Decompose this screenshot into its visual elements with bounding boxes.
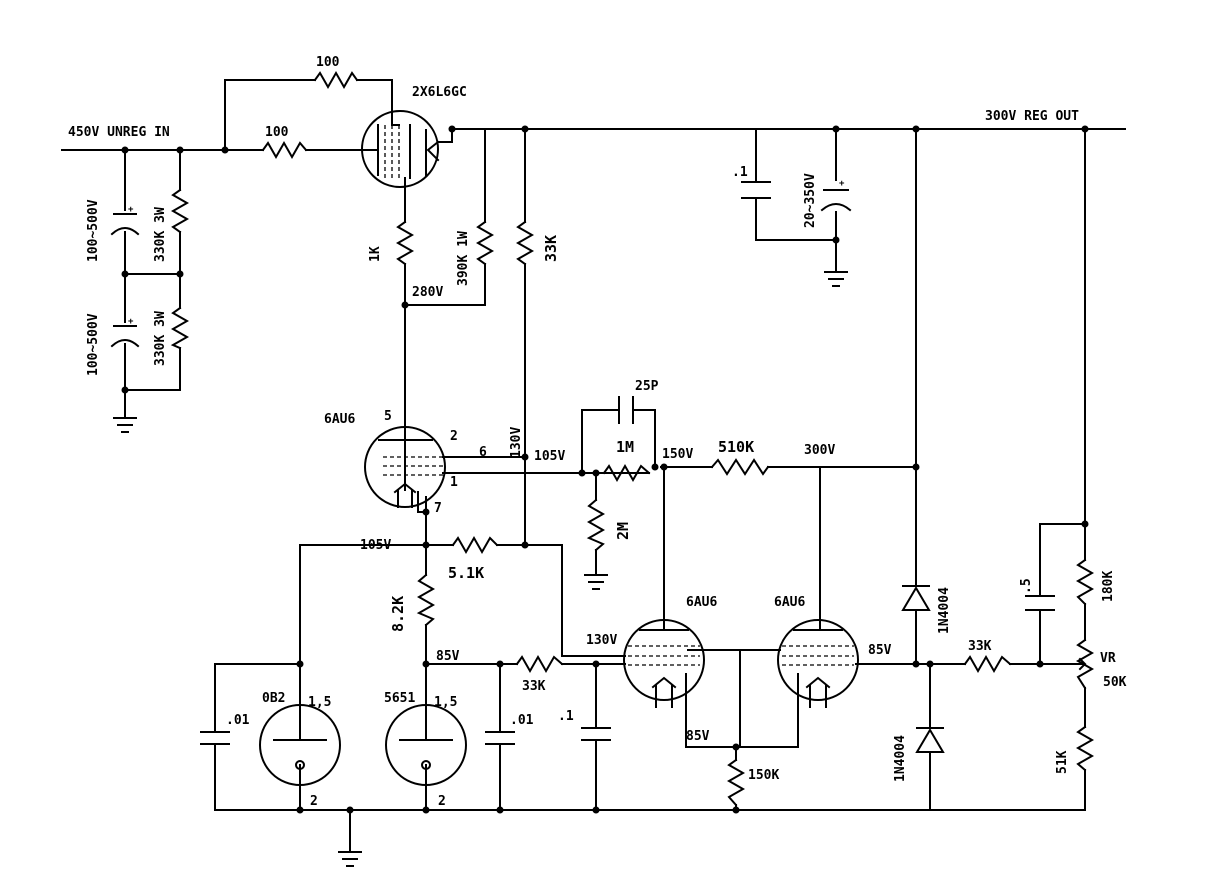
resistor-33k-top [515, 220, 535, 266]
label-pin6: 6 [479, 445, 487, 460]
label-c-25p: 25P [635, 379, 659, 394]
labels: 450V UNREG IN 300V REG OUT 2X6L6GC 100 1… [68, 55, 1127, 809]
resistor-1k [395, 220, 415, 266]
label-tube-6au6-a: 6AU6 [324, 412, 355, 427]
label-ob2: 0B2 [262, 691, 285, 706]
label-v-105-b: 105V [360, 538, 391, 553]
label-r-grid-in: 100 [265, 125, 289, 140]
resistor-grid-top [313, 70, 359, 90]
label-r-grid-top: 100 [316, 55, 340, 70]
label-vr-val: 50K [1103, 675, 1127, 690]
resistor-510k [710, 458, 770, 476]
resistor-33k-mid [515, 654, 564, 674]
label-ob2-2: 2 [310, 794, 318, 809]
label-c-01b: .01 [510, 713, 534, 728]
pass-tube [361, 107, 440, 188]
resistors [170, 70, 1095, 807]
label-r-5-1k: 5.1K [448, 564, 484, 582]
svg-text:+: + [128, 205, 134, 215]
capacitors: + + + [110, 179, 1055, 745]
label-output: 300V REG OUT [985, 109, 1079, 124]
tube-6au6-shunt-a [623, 614, 705, 708]
resistor-180k [1075, 558, 1095, 606]
label-r-510k: 510K [718, 438, 754, 456]
label-d2: 1N4004 [893, 735, 908, 782]
svg-text:+: + [128, 317, 134, 327]
resistor-1m [602, 463, 651, 483]
tube-6au6-driver [364, 426, 446, 513]
ground-input [113, 417, 137, 433]
label-c-in2: 100~500V [86, 313, 101, 376]
label-c-01a: .01 [226, 713, 250, 728]
label-5651-2: 2 [438, 794, 446, 809]
label-vr: VR [1100, 651, 1116, 666]
label-c-1b: .1 [558, 709, 574, 724]
diode-1n4004-upper [901, 585, 931, 611]
label-r-1m: 1M [616, 438, 634, 456]
resistor-390k [475, 220, 495, 266]
wires [61, 79, 1126, 851]
resistor-5-1k [451, 535, 499, 555]
resistor-vr [1075, 638, 1095, 690]
grounds [113, 271, 848, 867]
ground-2m [584, 574, 608, 590]
resistor-8-2k [416, 573, 436, 627]
resistor-grid-in [261, 140, 308, 160]
vr-tube-5651 [385, 704, 467, 786]
label-pin5: 5 [384, 409, 392, 424]
resistor-330k-2 [170, 306, 190, 350]
resistor-2m [586, 498, 606, 552]
label-input: 450V UNREG IN [68, 125, 170, 140]
label-pass-tube: 2X6L6GC [412, 85, 467, 100]
label-r-33k-mid: 33K [522, 679, 546, 694]
label-5651: 5651 [384, 691, 415, 706]
label-pin1: 1 [450, 475, 458, 490]
ground-output-cap [824, 271, 848, 287]
resistor-33k-right [963, 654, 1012, 674]
junctions [121, 125, 1089, 814]
label-v-280: 280V [412, 285, 443, 300]
label-c-out2: 20~350V [803, 173, 818, 228]
label-pin2: 2 [450, 429, 458, 444]
label-r-150k: 150K [748, 768, 779, 783]
label-5651-p: 1,5 [434, 695, 457, 710]
label-c-out: .1 [732, 165, 748, 180]
label-v-150: 150V [662, 447, 693, 462]
resistor-51k [1075, 725, 1095, 772]
label-v-130-vert: 130V [509, 427, 524, 458]
label-v-85-right: 85V [868, 643, 892, 658]
label-v-85-mid: 85V [436, 649, 460, 664]
label-d1: 1N4004 [937, 587, 952, 634]
svg-text:+: + [839, 179, 845, 189]
label-r-33k-right: 33K [968, 639, 992, 654]
label-r-8-2k: 8.2K [389, 596, 407, 632]
label-v-300: 300V [804, 443, 835, 458]
label-r-2m: 2M [614, 522, 632, 540]
diode-1n4004-lower [915, 727, 945, 753]
label-r-180k: 180K [1101, 571, 1116, 602]
vr-tube-0b2 [259, 704, 341, 786]
label-v-85-bot: 85V [686, 729, 710, 744]
label-r-in2: 330K 3W [153, 311, 168, 366]
label-r-390k: 390K 1W [456, 231, 471, 286]
resistor-330k-1 [170, 188, 190, 234]
tube-6au6-shunt-b [777, 614, 859, 708]
label-v-105-a: 105V [534, 449, 565, 464]
label-r-1k: 1K [368, 246, 383, 262]
ground-main [338, 851, 362, 867]
resistor-150k [726, 758, 746, 807]
label-v-130-b: 130V [586, 633, 617, 648]
label-tube-6au6-b: 6AU6 [686, 595, 717, 610]
label-r-51k: 51K [1055, 750, 1070, 774]
label-r-33k-top: 33K [542, 235, 560, 262]
label-c-in1: 100~500V [86, 199, 101, 262]
label-tube-6au6-c: 6AU6 [774, 595, 805, 610]
label-r-in1: 330K 3W [153, 207, 168, 262]
label-c-05: .5 [1019, 578, 1034, 594]
label-pin7: 7 [434, 501, 442, 516]
diodes [901, 585, 945, 753]
label-ob2-p: 1,5 [308, 695, 331, 710]
